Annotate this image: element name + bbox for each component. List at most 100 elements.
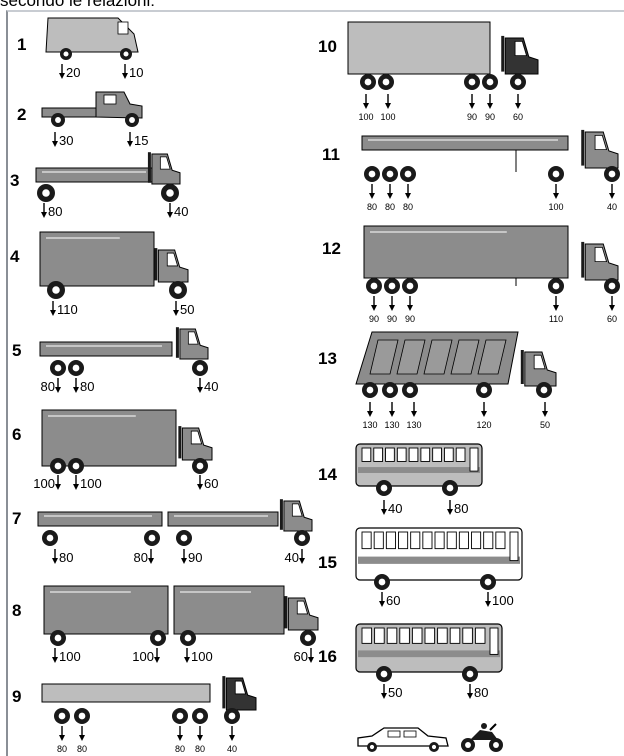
- down-arrow-head: [469, 103, 475, 109]
- bus-window: [400, 628, 410, 643]
- axle-load-label: 100: [191, 649, 213, 664]
- wheel-hub: [197, 713, 204, 720]
- exhaust-stack: [222, 676, 225, 708]
- bus-door: [470, 448, 478, 471]
- down-arrow-head: [148, 558, 154, 564]
- wheel-hub: [387, 171, 394, 178]
- down-arrow-head: [167, 212, 173, 218]
- flatbed: [168, 512, 278, 526]
- vehicle-15-bus: 60100: [356, 528, 522, 608]
- axle-load-label: 90: [485, 112, 495, 122]
- wheel-hub: [370, 745, 374, 749]
- axle-load-label: 100: [492, 593, 514, 608]
- axle-load-label: 90: [188, 550, 202, 565]
- axle-load-label: 50: [540, 420, 550, 430]
- wheel-hub: [381, 671, 388, 678]
- bus-window: [459, 532, 468, 549]
- down-arrow-head: [369, 193, 375, 199]
- axle-load-label: 10: [129, 65, 143, 80]
- axle-load-label: 80: [367, 202, 377, 212]
- bus-window: [375, 628, 385, 643]
- down-arrow-head: [154, 657, 160, 663]
- trailer-body: [348, 22, 490, 74]
- wheel-hub: [149, 535, 156, 542]
- down-arrow-head: [181, 558, 187, 564]
- vehicle-number: 11: [322, 145, 340, 164]
- bus-window: [472, 532, 481, 549]
- flatbed: [36, 168, 156, 182]
- down-arrow-head: [447, 509, 453, 515]
- wheel-hub: [467, 671, 474, 678]
- axle-load-label: 80: [403, 202, 413, 212]
- wheel-hub: [465, 742, 471, 748]
- down-arrow-head: [363, 103, 369, 109]
- down-arrow-head: [122, 73, 128, 79]
- wheel-hub: [487, 79, 494, 86]
- wheel-hub: [369, 171, 376, 178]
- vehicle-8-double: 10010010060: [44, 586, 318, 664]
- wheel-hub: [447, 485, 454, 492]
- bus-window: [484, 532, 493, 549]
- motorcycle-icon: [461, 723, 503, 752]
- cab-window: [118, 22, 128, 34]
- down-arrow-head: [127, 141, 133, 147]
- axle-load-label: 100: [33, 476, 55, 491]
- bus-window: [444, 448, 453, 461]
- down-arrow-head: [385, 103, 391, 109]
- bus-window: [374, 532, 383, 549]
- vehicle-number: 4: [10, 247, 20, 266]
- bus-window: [438, 628, 448, 643]
- axle-load-label: 40: [174, 204, 188, 219]
- wheel-hub: [609, 171, 616, 178]
- vehicle-number: 3: [10, 171, 19, 190]
- down-arrow-head: [553, 193, 559, 199]
- wheel-hub: [177, 713, 184, 720]
- axle-load-label: 110: [57, 302, 78, 317]
- bus-stripe: [358, 467, 480, 473]
- down-arrow-head: [55, 484, 61, 490]
- handlebar: [490, 724, 496, 730]
- vehicle-13-dump: 13013013012050: [356, 332, 556, 430]
- axle-load-label: 30: [59, 133, 73, 148]
- exhaust-stack: [154, 248, 157, 280]
- bus-window: [450, 628, 460, 643]
- vehicle-12-semi: 90909011060: [364, 226, 620, 324]
- bus-window: [433, 448, 442, 461]
- bus-window: [412, 628, 422, 643]
- axle-load-label: 100: [132, 649, 154, 664]
- wheel-hub: [432, 745, 436, 749]
- wheel-hub: [379, 579, 386, 586]
- down-arrow-head: [197, 735, 203, 741]
- vehicle-number: 8: [12, 601, 21, 620]
- down-arrow-head: [467, 693, 473, 699]
- vehicle-number: 2: [17, 105, 26, 124]
- bus-door: [510, 532, 518, 561]
- exhaust-stack: [148, 152, 151, 183]
- bus-window: [397, 448, 406, 461]
- down-arrow-head: [184, 657, 190, 663]
- bus-window: [409, 448, 418, 461]
- vehicle-number: 13: [318, 349, 337, 368]
- exhaust-stack: [178, 426, 181, 458]
- down-arrow-head: [59, 735, 65, 741]
- down-arrow-head: [485, 601, 491, 607]
- wheel-hub: [553, 283, 560, 290]
- axle-load-label: 90: [405, 314, 415, 324]
- axle-load-label: 40: [388, 501, 402, 516]
- vehicle-number: 5: [12, 341, 21, 360]
- bus-window: [425, 628, 435, 643]
- down-arrow-head: [59, 73, 65, 79]
- wheel-hub: [55, 635, 62, 642]
- down-arrow-head: [381, 693, 387, 699]
- exhaust-stack: [176, 327, 179, 358]
- vehicle-number: 12: [322, 239, 341, 258]
- down-arrow-head: [41, 212, 47, 218]
- bus-window: [463, 628, 473, 643]
- bus-window: [362, 448, 371, 461]
- bus-window: [447, 532, 456, 549]
- wheel-hub: [174, 286, 182, 294]
- cargo-box: [44, 586, 168, 634]
- wheel-hub: [197, 463, 204, 470]
- axle-load-label: 40: [607, 202, 617, 212]
